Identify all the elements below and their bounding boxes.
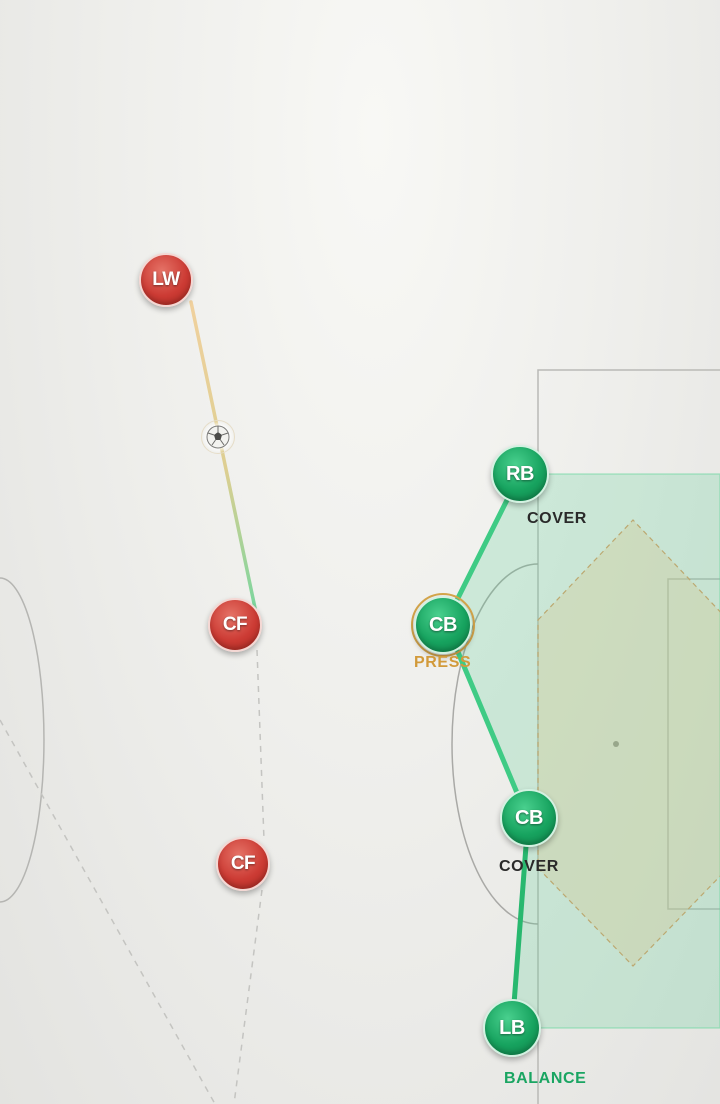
chain-line <box>455 649 523 803</box>
center-circle-arc <box>0 577 45 903</box>
goal-area <box>667 578 720 910</box>
penalty-arc <box>451 563 539 925</box>
penalty-area <box>537 369 720 1104</box>
player-label: CF <box>230 853 256 874</box>
soccer-ball-icon <box>206 425 230 449</box>
penalty-spot <box>613 741 619 747</box>
role-label: COVER <box>499 858 559 875</box>
role-label: PRESS <box>414 654 472 671</box>
player-label: RB <box>506 462 534 485</box>
run-line <box>0 719 216 1104</box>
defender-player-lb[interactable]: LB <box>483 999 541 1057</box>
run-line <box>233 889 263 1104</box>
defender-player-rb[interactable]: RB <box>491 445 549 503</box>
player-label: CB <box>515 806 543 829</box>
player-label: CF <box>222 614 248 635</box>
opponent-player-cf[interactable]: CF <box>208 598 262 652</box>
defender-player-cb[interactable]: CB <box>500 789 558 847</box>
defender-player-cb[interactable]: CB <box>414 596 472 654</box>
player-label: LW <box>152 269 180 290</box>
danger-diamond <box>537 519 720 967</box>
chain-line <box>452 491 513 607</box>
ball <box>201 420 235 454</box>
player-label: CB <box>429 613 457 636</box>
role-label: BALANCE <box>504 1070 587 1087</box>
opponent-player-cf[interactable]: CF <box>216 837 270 891</box>
chain-line <box>511 843 529 1007</box>
player-label: LB <box>499 1016 525 1039</box>
opponent-player-lw[interactable]: LW <box>139 253 193 307</box>
role-label: COVER <box>527 510 587 527</box>
press-ring <box>411 593 475 657</box>
pass-line <box>189 300 257 610</box>
run-line <box>256 649 265 841</box>
